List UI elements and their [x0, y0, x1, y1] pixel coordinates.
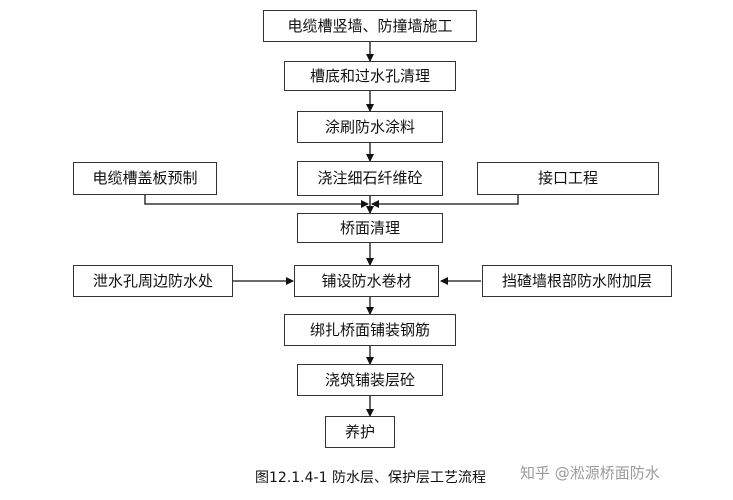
- step-trough-cleaning: 槽底和过水孔清理: [284, 61, 456, 91]
- step-cable-trough-wall: 电缆槽竖墙、防撞墙施工: [263, 10, 477, 42]
- step-rebar-binding: 绑扎桥面铺装钢筋: [284, 314, 456, 346]
- step-deck-cleaning: 桥面清理: [297, 213, 443, 243]
- connector-joint: [371, 195, 519, 208]
- step-fiber-concrete: 浇注细石纤维砼: [297, 161, 443, 196]
- input-drain-hole-waterproof: 泄水孔周边防水处: [73, 265, 233, 297]
- connector-cable-cover: [144, 195, 369, 208]
- watermark: 知乎 @淞源桥面防水: [520, 464, 660, 482]
- input-cable-cover-precast: 电缆槽盖板预制: [73, 162, 217, 195]
- figure-caption: 图12.1.4-1 防水层、保护层工艺流程: [255, 470, 486, 486]
- step-waterproof-coating: 涂刷防水涂料: [297, 111, 443, 143]
- input-retaining-wall-layer: 挡碴墙根部防水附加层: [482, 265, 672, 297]
- step-curing: 养护: [325, 416, 395, 448]
- step-pavement-concrete: 浇筑铺装层砼: [297, 364, 443, 396]
- input-joint-works: 接口工程: [477, 162, 659, 195]
- step-membrane-laying: 铺设防水卷材: [294, 265, 439, 297]
